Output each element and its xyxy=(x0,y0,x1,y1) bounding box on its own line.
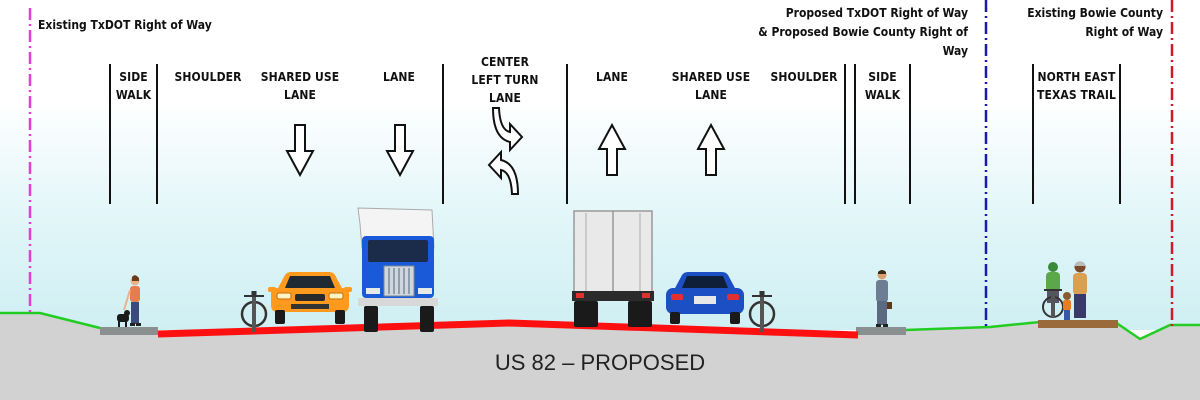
zone-label-line: LANE xyxy=(488,91,522,105)
orange-car xyxy=(268,272,352,324)
grass-right xyxy=(904,320,1041,332)
turn-arrow-down-icon xyxy=(491,107,524,153)
zone-label-line: SHARED USE xyxy=(671,70,751,84)
bicycle-left xyxy=(240,291,268,332)
trail-slab xyxy=(1038,320,1118,328)
zone-label-lane-left: LANE xyxy=(355,68,443,86)
pedestrian-with-dog xyxy=(117,275,141,327)
sidewalk-left-slab xyxy=(100,327,158,335)
zone-label-line: WALK xyxy=(864,88,901,102)
zone-label-line: LANE xyxy=(283,88,317,102)
down-arrow-icon xyxy=(385,124,415,178)
zone-label-line: LANE xyxy=(382,70,416,84)
zone-label-sidewalk-right: SIDE WALK xyxy=(855,68,910,104)
zone-label-sidewalk-left: SIDE WALK xyxy=(110,68,157,104)
semi-trailer-rear xyxy=(572,210,654,327)
trail-family xyxy=(1042,261,1087,320)
zone-label-north-east-texas-trail: NORTH EAST TEXAS TRAIL xyxy=(1033,68,1120,104)
zone-dividers xyxy=(109,64,1121,204)
zone-label-line: SIDE xyxy=(868,70,897,84)
zone-label-line: SHOULDER xyxy=(174,70,242,84)
bowie-row-text-line1: Existing Bowie County xyxy=(1027,6,1163,20)
zone-label-shoulder-left: SHOULDER xyxy=(160,68,256,86)
up-arrow-icon xyxy=(696,122,726,176)
bicycle-right xyxy=(748,291,776,332)
zone-label-shoulder-right: SHOULDER xyxy=(760,68,848,86)
grass-far-right xyxy=(1114,320,1200,341)
zone-label-lane-right: LANE xyxy=(567,68,657,86)
zone-label-line: TEXAS TRAIL xyxy=(1037,88,1116,102)
zone-label-line: LANE xyxy=(694,88,728,102)
zone-label-line: WALK xyxy=(115,88,152,102)
sidewalk-right-slab xyxy=(856,327,906,335)
zone-label-line: SHARED USE xyxy=(260,70,340,84)
blue-car xyxy=(666,272,744,324)
bowie-row-label: Existing Bowie County Right of Way xyxy=(1000,4,1163,42)
zone-label-line: SHOULDER xyxy=(770,70,838,84)
pedestrian-businessman xyxy=(876,270,892,327)
down-arrow-icon xyxy=(285,124,315,178)
zone-label-line: CENTER xyxy=(481,55,529,69)
grass-left xyxy=(0,311,101,330)
up-arrow-icon xyxy=(597,122,627,176)
proposed-row-text-line1: Proposed TxDOT Right of Way xyxy=(785,6,968,20)
zone-label-line: NORTH EAST xyxy=(1037,70,1116,84)
diagram-title: US 82 – PROPOSED xyxy=(494,350,706,375)
semi-truck-front xyxy=(357,207,438,332)
zone-label-shared-use-lane-left: SHARED USE LANE xyxy=(254,68,346,104)
pavement xyxy=(157,319,859,339)
proposed-row-label: Proposed TxDOT Right of Way & Proposed B… xyxy=(740,4,968,61)
zone-label-center-left-turn-lane: CENTER LEFT TURN LANE xyxy=(455,53,555,107)
proposed-row-text-line2: & Proposed Bowie County Right of Way xyxy=(758,25,968,58)
zone-label-line: LEFT TURN xyxy=(471,73,539,87)
existing-txdot-row-label: Existing TxDOT Right of Way xyxy=(38,16,212,35)
existing-txdot-row-text: Existing TxDOT Right of Way xyxy=(38,18,212,32)
zone-label-line: SIDE xyxy=(119,70,148,84)
zone-label-line: LANE xyxy=(595,70,629,84)
turn-arrow-up-icon xyxy=(487,149,520,195)
zone-label-shared-use-lane-right: SHARED USE LANE xyxy=(660,68,762,104)
bowie-row-text-line2: Right of Way xyxy=(1085,25,1163,39)
